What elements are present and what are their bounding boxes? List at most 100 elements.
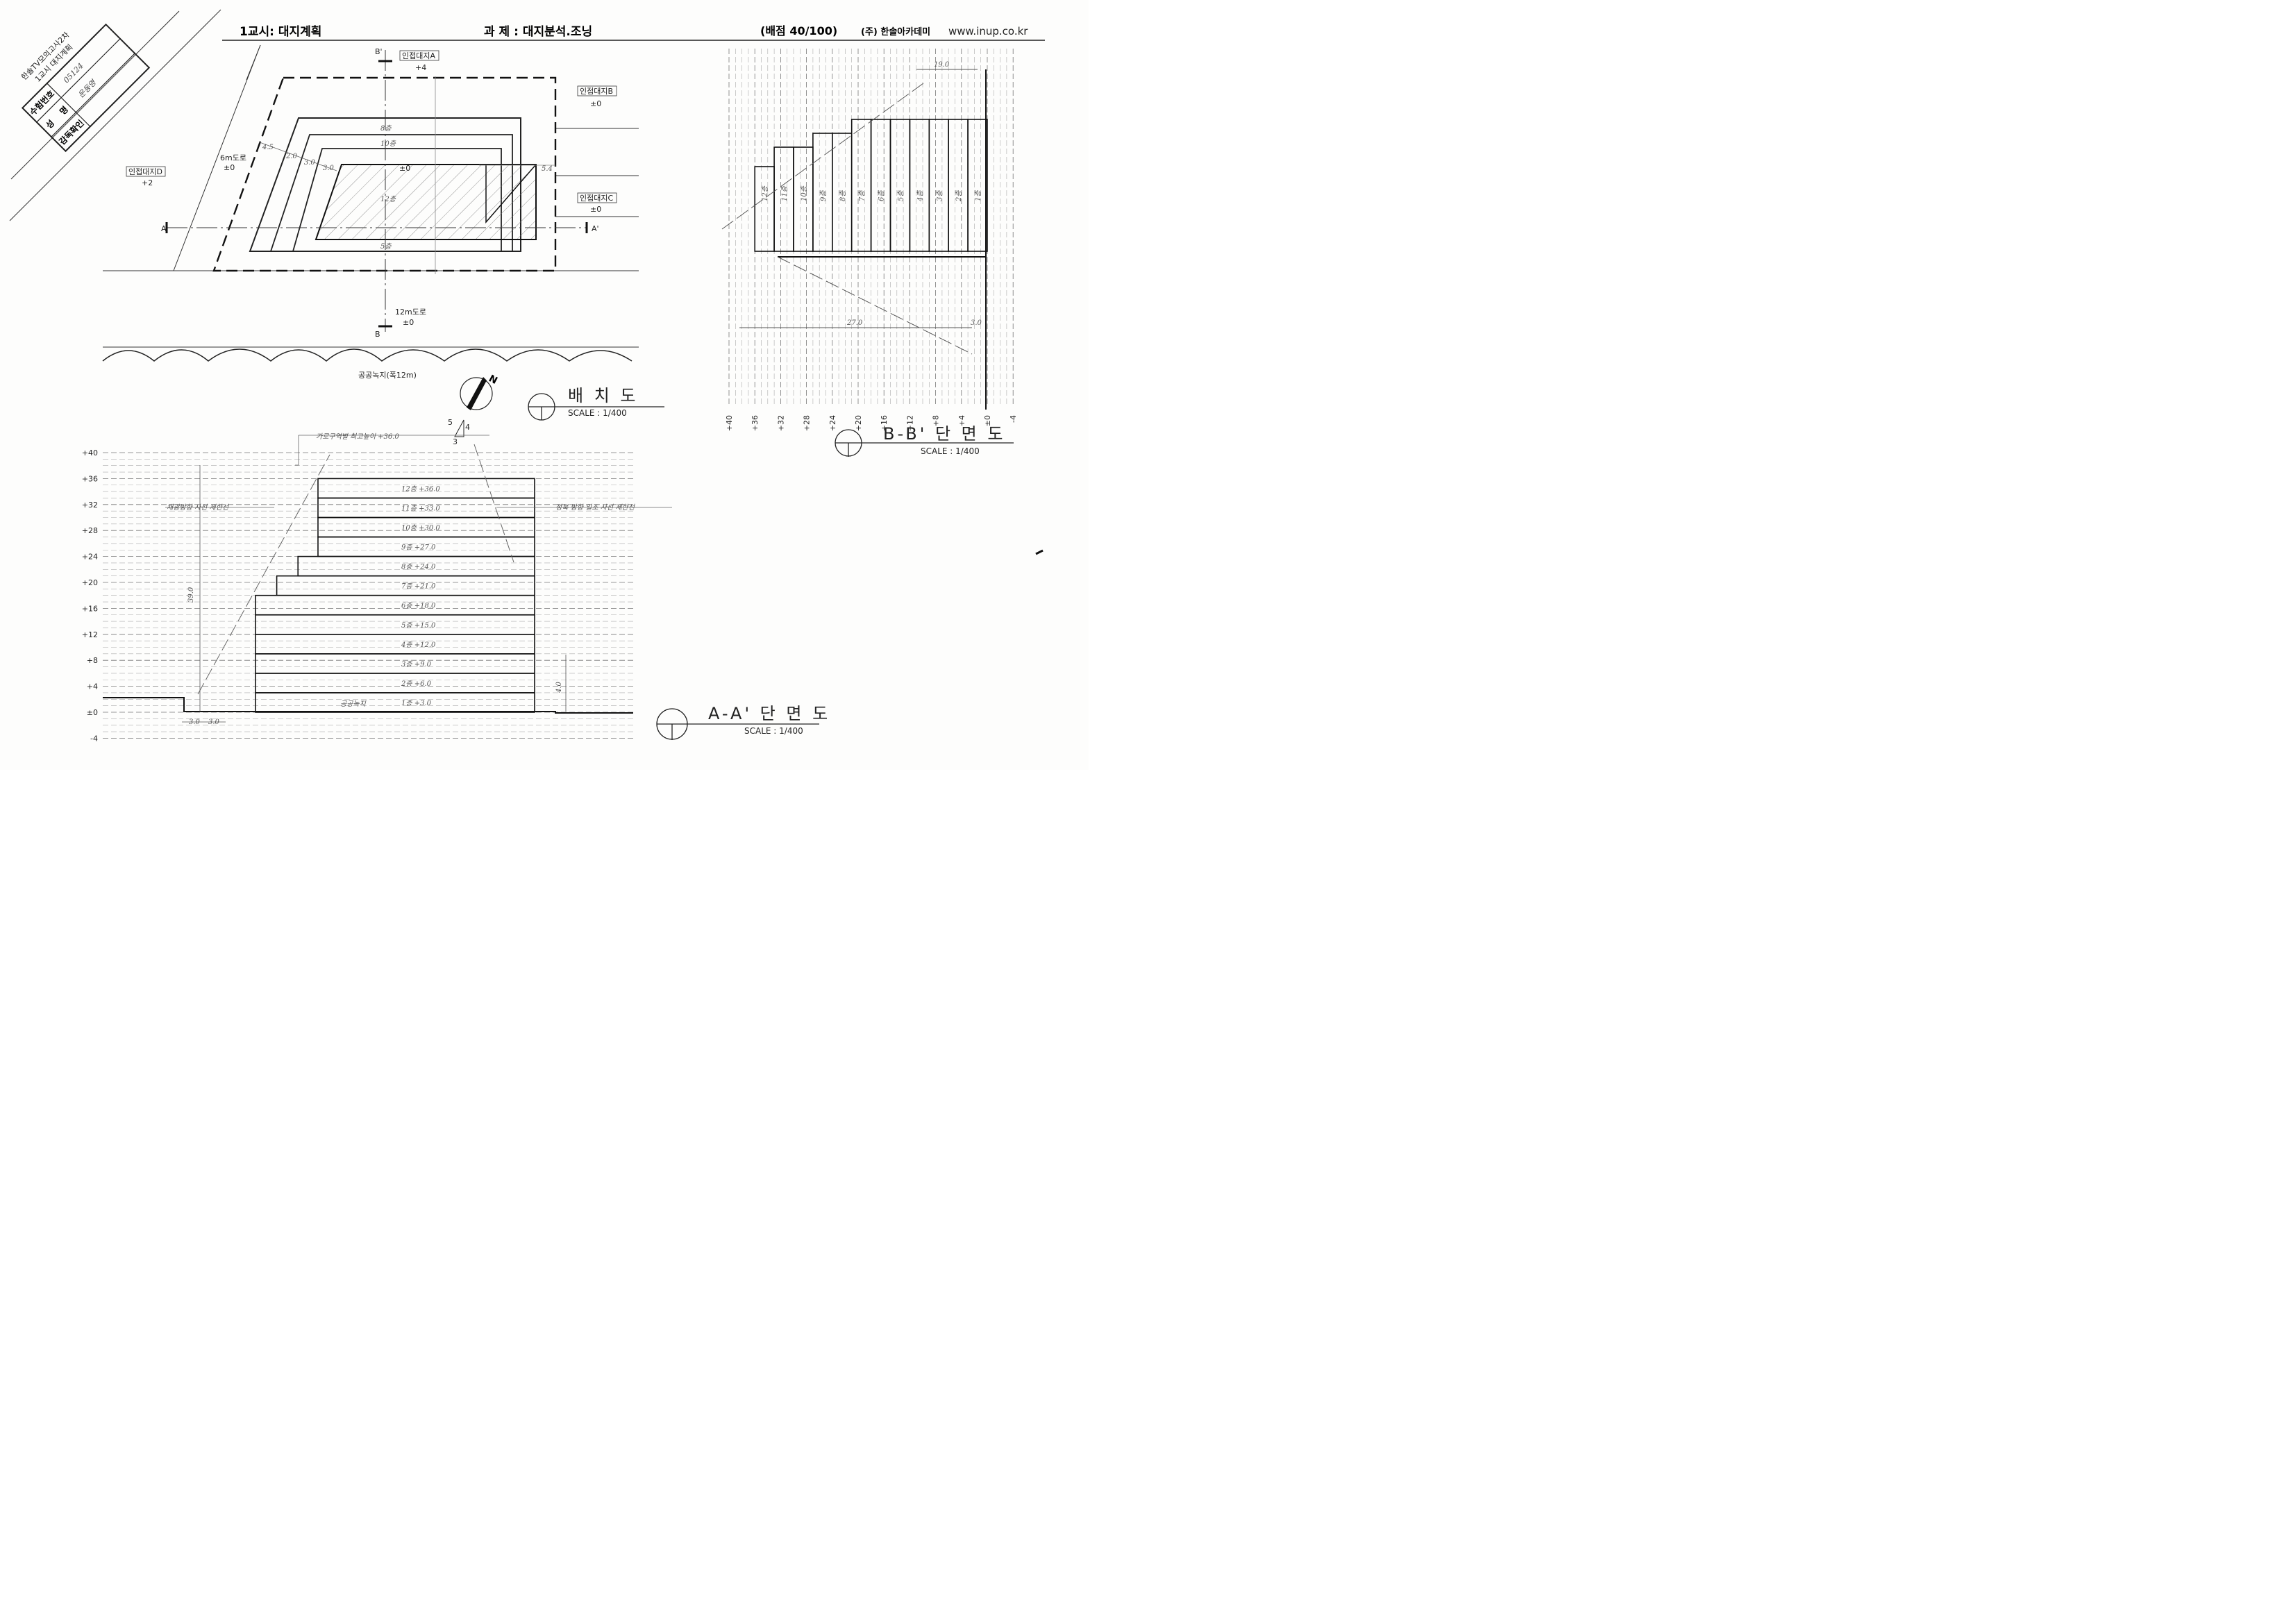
bb-floor-label: 3층	[935, 190, 944, 201]
aa-level-tick: +12	[82, 630, 98, 639]
site-dim-1: 4.5	[262, 144, 274, 151]
bb-dim-right: 3.0	[971, 319, 982, 327]
aa-dim-2: 3.0	[208, 718, 220, 726]
aa-green-note: 공공녹지	[340, 700, 367, 708]
aa-floor-label: 2층 +6.0	[401, 680, 432, 688]
section-a2-mark: A'	[592, 224, 599, 233]
north-arrow-icon: N	[460, 373, 499, 410]
aa-level-tick: +4	[87, 682, 98, 691]
bb-level-tick: +8	[932, 415, 941, 426]
adj-a-label: 인접대지A	[402, 51, 435, 60]
bb-level-tick: +28	[803, 415, 812, 431]
road-12m-level: ±0	[403, 318, 414, 327]
website-label: www.inup.co.kr	[948, 25, 1028, 37]
bb-level-tick: +36	[751, 415, 760, 431]
bb-floor-strip	[870, 119, 891, 252]
bb-floor-label: 8층	[839, 190, 847, 201]
section-b-mark: B	[375, 330, 380, 339]
bb-floor-strip	[909, 119, 930, 252]
name-label-1: 성	[44, 118, 56, 131]
bb-floor-label: 12층	[761, 185, 769, 201]
aa-dim-height: 39.0	[187, 587, 195, 603]
zone-8f: 8층	[380, 124, 392, 133]
bb-floor-label: 5층	[896, 190, 905, 201]
bb-floor-strip	[928, 119, 950, 252]
drawing-sheet: 1교시: 대지계획 과 제 : 대지분석.조닝 (배점 40/100) (주) …	[0, 0, 1089, 770]
road-6m-label: 6m도로	[220, 153, 246, 162]
aa-floor-label: 8층 +24.0	[401, 563, 436, 571]
adj-d-level: +2	[142, 178, 153, 187]
site-plan-title: 배 치 도	[568, 386, 639, 405]
section-aa: +40+36+32+28+24+20+16+12+8+4±0-4 12층 +36…	[82, 432, 830, 743]
adj-c-label: 인접대지C	[580, 194, 613, 203]
bb-floor-label: 10층	[800, 185, 808, 201]
header: 1교시: 대지계획 과 제 : 대지분석.조닝 (배점 40/100) (주) …	[222, 24, 1045, 41]
aa-level-tick: +32	[82, 501, 98, 510]
zone-5f: 5층	[380, 242, 392, 251]
bb-level-tick: +16	[880, 415, 889, 431]
tri-3: 3	[453, 437, 458, 446]
bb-floor-strip	[754, 166, 775, 252]
aa-floor-slab	[255, 614, 535, 635]
bb-level-tick: +4	[957, 415, 966, 426]
exam-number-label: 수험번호	[27, 88, 56, 117]
site-dim-5: 5.4	[542, 165, 553, 173]
bb-level-tick: +32	[776, 415, 785, 431]
aa-floor-label: 10층 +30.0	[401, 524, 440, 532]
site-dim-3: 3.0	[304, 159, 316, 167]
bb-floor-strip	[889, 119, 911, 252]
aa-level-tick: -4	[90, 734, 98, 743]
bb-floor-strip	[948, 119, 969, 252]
section-b2-mark: B'	[375, 47, 383, 56]
bb-level-tick: +20	[854, 415, 863, 431]
section-a-mark: A	[161, 224, 167, 233]
site-plan: A A' B B' 4.5 2.0 3.0 3.0 5.4 8층 10층 12층…	[102, 44, 664, 446]
aa-floor-label: 1층 +3.0	[401, 699, 432, 707]
supervisor-label: 감독확인	[57, 117, 86, 146]
aa-floor-label: 5층 +15.0	[401, 621, 436, 630]
aa-level-tick: +16	[82, 604, 98, 613]
site-dim-4: 3.0	[323, 165, 335, 172]
session-label: 1교시: 대지계획	[240, 25, 321, 39]
aa-height-limit-note: 가로구역별 최고높이 +36.0	[316, 432, 399, 441]
aa-floor-label: 3층 +9.0	[401, 660, 432, 668]
aa-floor-label: 4층 +12.0	[401, 641, 436, 649]
aa-dim-green: 4.0	[555, 681, 563, 693]
bb-level-tick: +40	[725, 415, 734, 431]
zone-10f: 10층	[380, 140, 396, 148]
north-label: N	[487, 373, 499, 387]
aa-floor-slab	[255, 692, 535, 713]
zone-12f: 12층	[380, 195, 396, 203]
aa-floor-slab	[255, 633, 535, 655]
bb-dim-bottom: 27.0	[846, 319, 863, 327]
aa-floor-label: 6층 +18.0	[401, 602, 436, 610]
aa-title: A-A' 단 면 도	[708, 704, 830, 723]
adj-b-label: 인접대지B	[580, 87, 613, 96]
task-label: 과 제 : 대지분석.조닝	[484, 25, 592, 39]
green-label: 공공녹지(폭12m)	[358, 371, 417, 380]
bb-floor-label: 9층	[819, 190, 828, 201]
aa-floor-label: 7층 +21.0	[401, 582, 436, 591]
aa-level-tick: ±0	[87, 708, 98, 717]
site-dim-2: 2.0	[285, 153, 298, 160]
bb-level-tick: ±0	[983, 415, 992, 426]
bb-floor-strip	[967, 119, 988, 252]
site-plan-scale: SCALE : 1/400	[568, 408, 627, 418]
aa-right-note: 정북 방향 일조 사선 제한선	[555, 503, 636, 512]
aa-dim-1: 3.0	[189, 718, 201, 726]
bb-floor-label: 1층	[974, 190, 982, 201]
bb-floor-label: 2층	[955, 190, 963, 202]
aa-scale: SCALE : 1/400	[744, 726, 803, 736]
aa-level-tick: +8	[87, 656, 98, 665]
adj-d-label: 인접대지D	[128, 167, 162, 176]
aa-level-tick: +36	[82, 474, 98, 483]
bb-title: B-B' 단 면 도	[883, 424, 1005, 444]
adj-a-level: +4	[415, 63, 426, 72]
exam-stamp: 한솔TV모의고사2차 1교시 대지계획 수험번호 성 명 감독확인 05124 …	[9, 9, 221, 221]
aa-floor-slab	[255, 594, 535, 616]
road-12m-label: 12m도로	[395, 308, 426, 317]
road-6m-level: ±0	[224, 163, 235, 172]
bb-level-tick: +12	[905, 415, 914, 431]
company-label: (주) 한솔아카데미	[861, 26, 930, 37]
